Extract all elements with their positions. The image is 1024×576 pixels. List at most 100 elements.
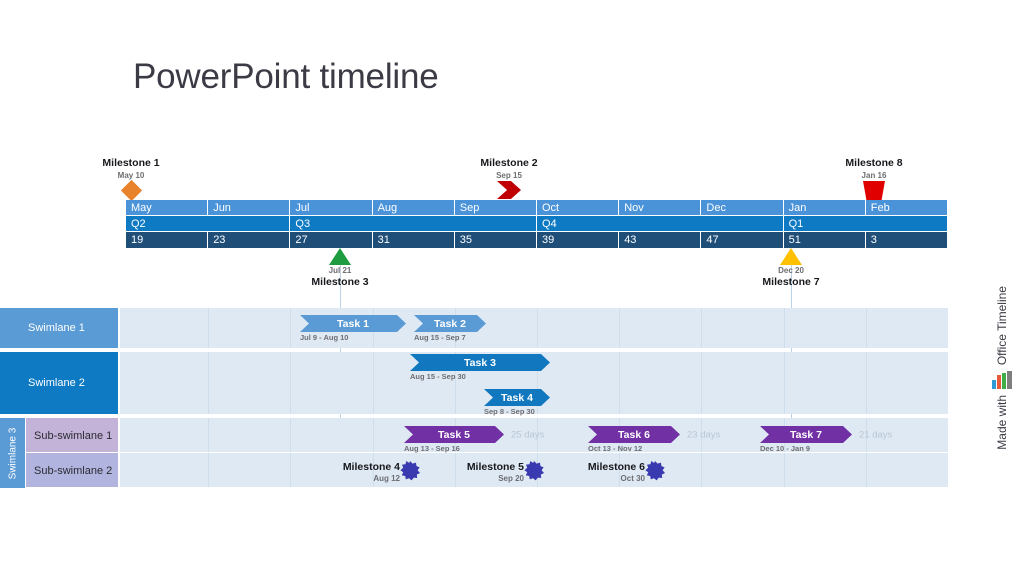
- quarter-cell[interactable]: Q1: [783, 216, 948, 231]
- milestone-date: Jan 16: [861, 171, 887, 180]
- month-cell[interactable]: May: [126, 200, 209, 215]
- week-cell[interactable]: 39: [537, 232, 620, 248]
- grid-line: [454, 453, 456, 488]
- task-bar-shape[interactable]: Task 4: [484, 389, 550, 406]
- task-dates: Aug 15 - Sep 30: [410, 372, 466, 381]
- grid-line: [701, 352, 703, 414]
- grid-line: [372, 418, 374, 453]
- task-bar-shape[interactable]: Task 2: [414, 315, 486, 332]
- milestone-date: Oct 30: [620, 474, 645, 483]
- grid-line: [619, 352, 621, 414]
- week-cell[interactable]: 51: [783, 232, 866, 248]
- milestone-date: Sep 15: [496, 171, 522, 180]
- month-cell[interactable]: Nov: [619, 200, 702, 215]
- triangle-up-icon: [780, 248, 802, 265]
- month-cell[interactable]: Jul: [290, 200, 373, 215]
- week-cell[interactable]: 23: [208, 232, 291, 248]
- month-cell[interactable]: Jan: [783, 200, 866, 215]
- office-timeline-branding: Office Timeline Made with: [987, 286, 1017, 496]
- grid-line: [701, 418, 703, 453]
- triangle-up-icon: [329, 248, 351, 265]
- month-cell[interactable]: Aug: [372, 200, 455, 215]
- grid-line: [537, 352, 538, 414]
- month-cell[interactable]: Feb: [865, 200, 948, 215]
- task-bar-shape[interactable]: Task 6: [588, 426, 680, 443]
- quarter-cell[interactable]: Q4: [537, 216, 784, 231]
- month-cell[interactable]: Oct: [537, 200, 620, 215]
- sub-swimlane-separator: [26, 452, 948, 453]
- diamond-icon: [120, 179, 142, 202]
- task-dates: Sep 8 - Sep 30: [484, 407, 535, 416]
- task-bar-shape[interactable]: Task 3: [410, 354, 550, 371]
- swimlane-label-1[interactable]: Swimlane 1: [0, 308, 118, 348]
- week-cell[interactable]: 31: [372, 232, 455, 248]
- week-cell[interactable]: 27: [290, 232, 373, 248]
- quarter-cell[interactable]: Q3: [290, 216, 537, 231]
- swimlane-body-1: [120, 308, 948, 348]
- month-cell[interactable]: Jun: [208, 200, 291, 215]
- month-cell[interactable]: Sep: [454, 200, 537, 215]
- branding-product-label: Office Timeline: [995, 286, 1009, 366]
- week-cell[interactable]: 35: [454, 232, 537, 248]
- sub-swimlane-label-2[interactable]: Sub-swimlane 2: [26, 453, 118, 488]
- grid-line: [208, 418, 210, 453]
- milestone-title: Milestone 7: [762, 276, 820, 288]
- grid-line: [537, 418, 538, 453]
- task-dates: Jul 9 - Aug 10: [300, 333, 349, 342]
- grid-line: [372, 352, 374, 414]
- milestone-date: May 10: [117, 171, 145, 180]
- grid-line: [290, 308, 292, 348]
- task-bar-shape[interactable]: Task 5: [404, 426, 504, 443]
- milestone-above-3: Milestone 8 Jan 16: [804, 157, 944, 203]
- grid-line: [701, 308, 703, 348]
- swimlane-label-3[interactable]: Swimlane 3: [0, 418, 25, 488]
- task-duration: 25 days: [511, 429, 545, 440]
- grid-line: [537, 308, 538, 348]
- grid-line: [701, 453, 703, 488]
- office-timeline-logo-icon: [992, 371, 1012, 390]
- week-cell[interactable]: 43: [619, 232, 702, 248]
- grid-line: [290, 352, 292, 414]
- week-cell[interactable]: 47: [701, 232, 784, 248]
- milestone-date: Aug 12: [373, 474, 400, 483]
- month-cell[interactable]: Dec: [701, 200, 784, 215]
- quarter-cell[interactable]: Q2: [126, 216, 291, 231]
- grid-line: [454, 352, 456, 414]
- week-cell[interactable]: 3: [865, 232, 948, 248]
- swimlane-label-2[interactable]: Swimlane 2: [0, 352, 118, 414]
- page-title: PowerPoint timeline: [133, 57, 439, 96]
- branding-made-with-label: Made with: [995, 395, 1009, 450]
- grid-line: [865, 352, 867, 414]
- grid-line: [208, 453, 210, 488]
- task-bar-shape[interactable]: Task 7: [760, 426, 852, 443]
- week-cell[interactable]: 19: [126, 232, 209, 248]
- grid-line: [208, 352, 210, 414]
- grid-line: [865, 308, 867, 348]
- grid-line: [619, 453, 621, 488]
- milestone-title: Milestone 8: [845, 157, 903, 169]
- task-dates: Aug 15 - Sep 7: [414, 333, 466, 342]
- task-duration: 21 days: [859, 429, 893, 440]
- sub-swimlane-label-1[interactable]: Sub-swimlane 1: [26, 418, 118, 453]
- task-bar-shape[interactable]: Task 1: [300, 315, 406, 332]
- milestone-date: Jul 21: [328, 266, 352, 275]
- grid-line: [783, 308, 785, 348]
- task-dates: Aug 13 - Sep 16: [404, 444, 460, 453]
